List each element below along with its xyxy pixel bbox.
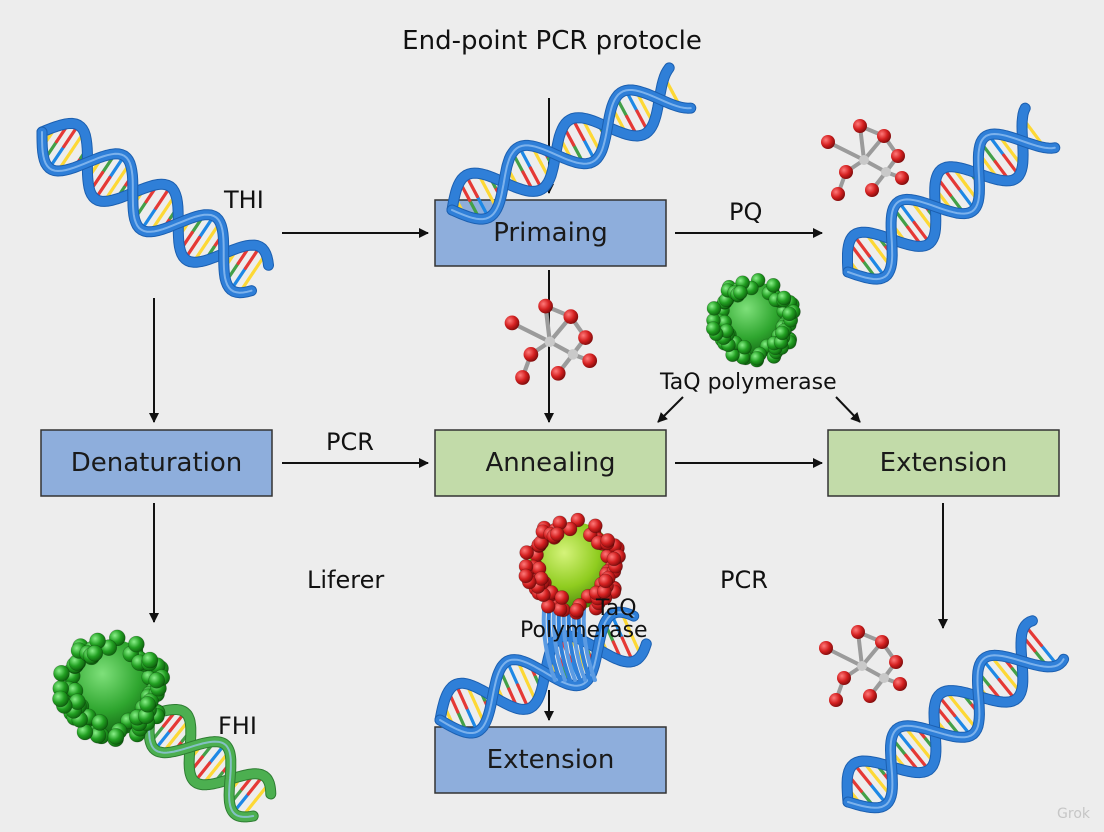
label-taq-polymerase: TaQ polymerase [660,370,837,395]
extension-bottom-label: Extension [486,745,615,775]
priming-label: Primaing [493,218,608,248]
dna-helix-bottom-left-green [143,704,277,823]
annealing-box [434,429,667,497]
denaturation-box [40,429,273,497]
label-liferer: Liferer [307,566,385,594]
enzyme-bottom-left [52,629,171,748]
dna-helix-top-left [36,117,274,299]
label-taq-line2: Polymerase [520,618,648,643]
page-title: End-point PCR protocle [402,26,702,56]
dna-helix-top-right [842,102,1061,285]
denaturation-label: Denaturation [70,448,243,478]
extension-right-label: Extension [879,448,1008,478]
priming-box [434,199,667,267]
watermark: Grok [1057,806,1090,822]
taq-polymerase-enzyme-center [518,512,626,620]
label-thi: THI [224,186,264,214]
label-pcr-left: PCR [326,428,374,456]
arrow-taq-to-annealing [657,396,684,423]
molecule-top-right [821,119,909,201]
label-fhi: FHI [218,712,257,740]
taq-polymerase-enzyme-top [705,273,801,368]
label-pq: PQ [729,198,763,226]
dna-helix-bottom-right [841,615,1070,814]
arrow-taq-to-extension [835,396,861,423]
label-pcr-right: PCR [720,566,768,594]
molecule-center [504,298,598,385]
label-taq-line1: TaQ [596,596,637,621]
annealing-label: Annealing [485,448,616,478]
extension-right-box [827,429,1060,497]
molecule-bottom-right [819,625,907,707]
dna-helix-top-center [446,62,697,225]
